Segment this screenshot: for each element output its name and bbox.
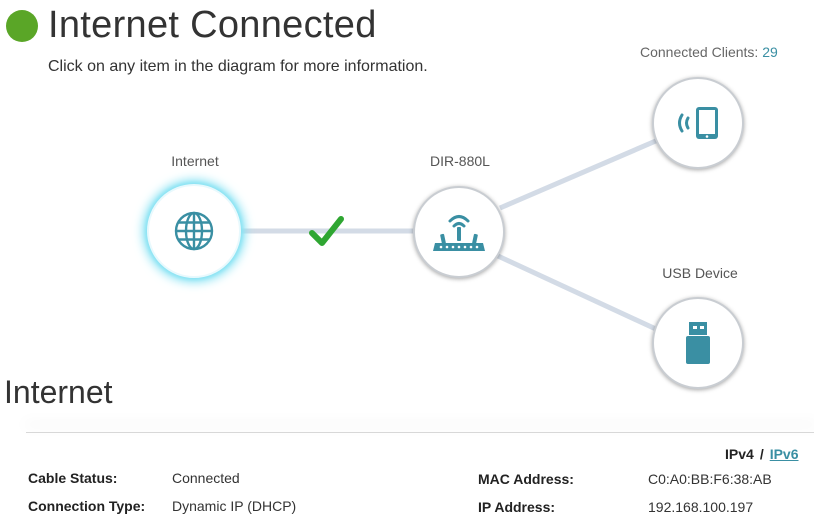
instruction-text: Click on any item in the diagram for mor…: [48, 58, 428, 75]
clients-count: 29: [762, 44, 778, 60]
ipv6-link[interactable]: IPv6: [769, 446, 799, 462]
connected-clients-label: Connected Clients: 29: [640, 44, 778, 60]
status-indicator: [6, 10, 38, 42]
section-title: Internet: [4, 374, 113, 410]
cable-status-value: Connected: [172, 470, 240, 486]
connection-type-label: Connection Type:: [28, 498, 146, 514]
connection-type-value: Dynamic IP (DHCP): [172, 498, 297, 514]
router-node-label: DIR-880L: [430, 153, 490, 169]
ip-version-toggle: IPv4 / IPv6: [725, 446, 799, 462]
router-icon: [433, 215, 485, 251]
section-divider: [26, 432, 814, 433]
connected-clients-node[interactable]: [652, 77, 744, 169]
router-usb-link: [496, 253, 660, 333]
router-node[interactable]: [413, 186, 505, 278]
mac-address-value: C0:A0:BB:F6:38:AB: [648, 471, 772, 487]
wireless-tablet-icon: [678, 107, 718, 139]
router-clients-link: [499, 137, 659, 211]
checkmark-icon: [309, 216, 344, 246]
usb-node-label: USB Device: [662, 265, 738, 281]
usb-device-node[interactable]: [652, 297, 744, 389]
cable-status-label: Cable Status:: [28, 470, 118, 486]
usb-drive-icon: [686, 322, 710, 364]
internet-node-label: Internet: [171, 153, 219, 169]
internet-node[interactable]: [147, 184, 241, 278]
ip-separator: /: [759, 446, 764, 462]
globe-icon: [174, 211, 214, 251]
page-title: Internet Connected: [48, 4, 377, 46]
ip-address-value: 192.168.100.197: [648, 499, 754, 515]
ip-address-label: IP Address:: [478, 499, 556, 515]
mac-address-label: MAC Address:: [478, 471, 574, 487]
ipv4-tab[interactable]: IPv4: [725, 446, 754, 462]
